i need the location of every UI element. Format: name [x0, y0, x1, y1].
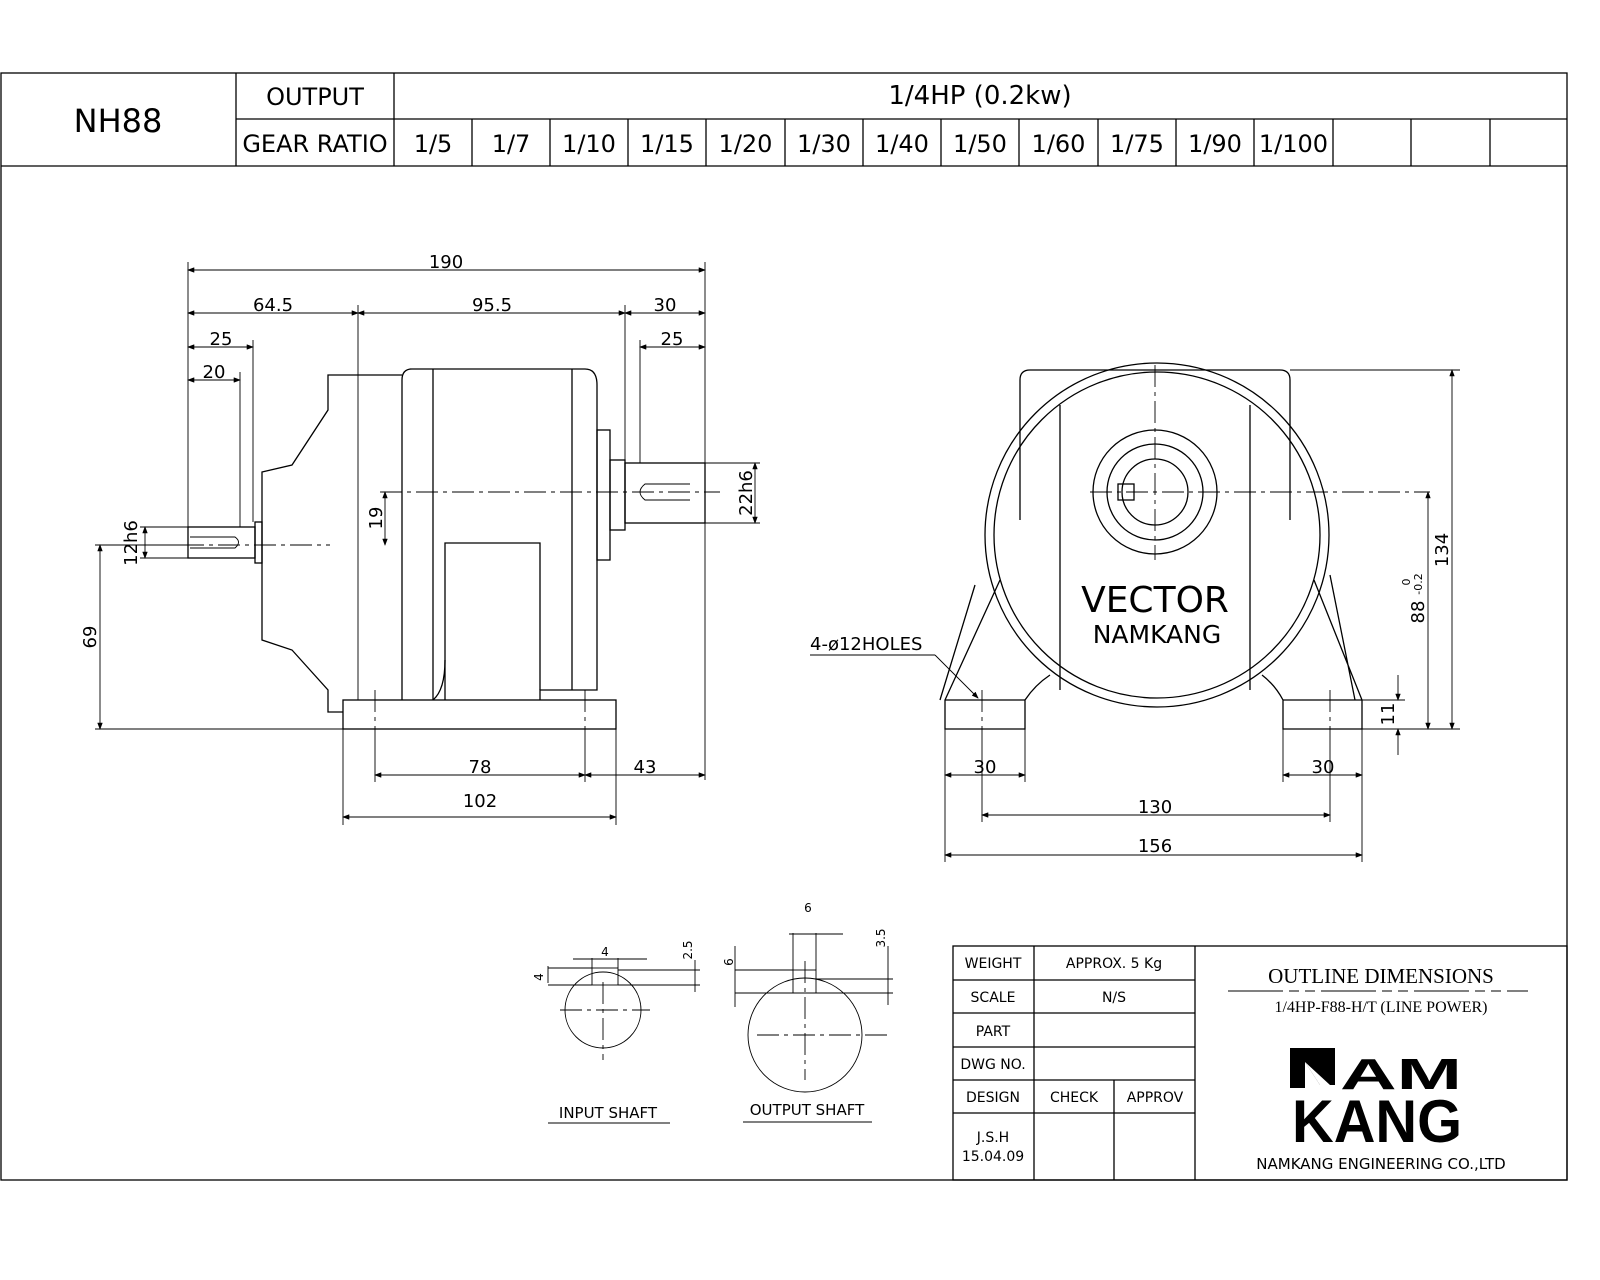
dim-overall: 190: [429, 252, 463, 273]
gear-ratio-cell: 1/30: [797, 130, 851, 158]
dim-134: 134: [1432, 533, 1453, 567]
dim-95-5: 95.5: [472, 295, 512, 316]
input-key-depth: 2.5: [681, 940, 695, 959]
scale-value: N/S: [1102, 990, 1126, 1006]
check-label: CHECK: [1050, 1090, 1099, 1106]
dim-foot-30-left: 30: [974, 757, 997, 778]
drawing-title: OUTLINE DIMENSIONS: [1268, 964, 1494, 988]
gear-ratio-cell: 1/40: [875, 130, 929, 158]
part-label: PART: [976, 1024, 1011, 1040]
input-shaft-section: 4 4 2.5 INPUT SHAFT: [532, 940, 700, 1124]
gear-ratio-label: GEAR RATIO: [242, 130, 387, 158]
dim-102: 102: [463, 791, 497, 812]
company-name: NAMKANG ENGINEERING CO.,LTD: [1256, 1155, 1505, 1173]
header-table: NH88 OUTPUT 1/4HP (0.2kw) GEAR RATIO 1/5…: [0, 72, 1568, 1181]
gear-ratio-cell: 1/90: [1188, 130, 1242, 158]
dim-64-5: 64.5: [253, 295, 293, 316]
dim-22h6: 22h6: [736, 470, 757, 516]
dim-156: 156: [1138, 836, 1172, 857]
dim-20: 20: [203, 362, 226, 383]
svg-text:KANG: KANG: [1292, 1088, 1462, 1155]
output-label: OUTPUT: [266, 83, 364, 111]
gear-ratio-cell: 1/60: [1032, 130, 1086, 158]
design-label: DESIGN: [966, 1090, 1020, 1106]
front-view: VECTOR NAMKANG 4-ø12HOLES 134 88 0 -0.2 …: [810, 362, 1460, 862]
tol-lower: -0.2: [1412, 573, 1425, 594]
output-key-height: 6: [722, 958, 736, 966]
gear-ratio-cell: 1/50: [953, 130, 1007, 158]
dim-43: 43: [634, 757, 657, 778]
input-key-width: 4: [601, 945, 609, 959]
namkang-logo: AM KANG: [1290, 1048, 1462, 1155]
tol-upper: 0: [1400, 579, 1413, 586]
output-key-depth: 3.5: [874, 928, 888, 947]
title-block: WEIGHT APPROX. 5 Kg SCALE N/S PART DWG N…: [952, 945, 1568, 1181]
svg-text:AM: AM: [1340, 1050, 1462, 1099]
side-view: 190 64.5 95.5 30 25 25 20 78 43 102 69 1…: [80, 252, 760, 825]
dim-88: 88: [1408, 601, 1429, 624]
designer: J.S.H: [976, 1130, 1009, 1146]
input-shaft-label: INPUT SHAFT: [559, 1104, 658, 1122]
gear-ratio-cell: 1/10: [562, 130, 616, 158]
gear-ratio-cell: 1/75: [1110, 130, 1164, 158]
dim-30: 30: [654, 295, 677, 316]
drawing-subtitle: 1/4HP-F88-H/T (LINE POWER): [1274, 999, 1487, 1016]
gear-ratio-cell: 1/100: [1259, 130, 1328, 158]
gear-ratio-cell: 1/7: [492, 130, 531, 158]
scale-label: SCALE: [971, 990, 1016, 1006]
dim-in-25: 25: [210, 329, 233, 350]
holes-note: 4-ø12HOLES: [810, 634, 922, 655]
gear-ratio-cell: 1/20: [719, 130, 773, 158]
design-date: 15.04.09: [962, 1149, 1024, 1165]
output-value: 1/4HP (0.2kw): [888, 81, 1071, 111]
dwg-label: DWG NO.: [960, 1057, 1025, 1073]
dim-foot-30-right: 30: [1312, 757, 1335, 778]
output-key-width: 6: [804, 901, 812, 915]
dim-19: 19: [366, 507, 387, 530]
gear-ratio-cell: 1/15: [640, 130, 694, 158]
gear-ratio-cell: 1/5: [414, 130, 453, 158]
output-shaft-label: OUTPUT SHAFT: [750, 1101, 865, 1119]
brand-vector: VECTOR: [1081, 580, 1229, 621]
weight-label: WEIGHT: [965, 956, 1022, 972]
model-name: NH88: [74, 102, 163, 140]
dim-11: 11: [1378, 703, 1399, 726]
dim-12h6: 12h6: [121, 520, 142, 566]
weight-value: APPROX. 5 Kg: [1066, 956, 1162, 972]
approv-label: APPROV: [1127, 1090, 1184, 1106]
dim-78: 78: [469, 757, 492, 778]
output-shaft-section: 6 6 3.5 OUTPUT SHAFT: [722, 901, 893, 1123]
dim-130: 130: [1138, 797, 1172, 818]
dim-69: 69: [80, 626, 101, 649]
dim-out-25: 25: [661, 329, 684, 350]
input-key-height: 4: [532, 973, 546, 981]
brand-namkang: NAMKANG: [1093, 620, 1222, 649]
